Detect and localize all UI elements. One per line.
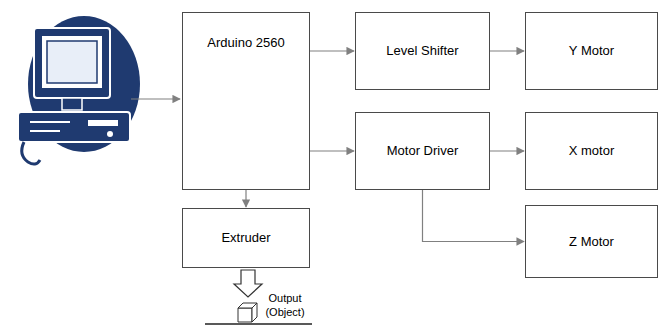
connector-arrow: [490, 50, 524, 51]
block-arrow: [234, 270, 262, 297]
computer-case: [18, 112, 130, 142]
input-arrow: [131, 98, 180, 99]
output-cube: [238, 303, 257, 322]
base-line: [205, 323, 312, 325]
monitor-stand: [62, 98, 82, 110]
monitor-screen: [42, 36, 102, 88]
motor-box: Z Motor: [525, 205, 658, 278]
screen-inner: [47, 41, 97, 83]
computer-icon: [18, 16, 140, 164]
connector-arrow: [490, 150, 524, 151]
drive-slot: [88, 120, 118, 126]
box-label: Y Motor: [569, 43, 614, 59]
process-box: Motor Driver: [355, 112, 490, 190]
box-label: Arduino 2560: [207, 35, 284, 51]
power-button: [107, 131, 113, 137]
box-label: X motor: [569, 143, 615, 159]
case-detail: [30, 130, 60, 132]
motor-box: X motor: [525, 112, 658, 190]
box-label: Motor Driver: [387, 143, 459, 159]
mouse-cable: [22, 142, 40, 164]
monitor: [34, 28, 110, 98]
box-label: Z Motor: [569, 234, 614, 250]
connector-arrow: [245, 190, 246, 207]
process-box: Level Shifter: [355, 12, 490, 90]
connector-arrow: [310, 150, 354, 151]
cube-face: [238, 308, 252, 322]
connector-arrow: [310, 50, 354, 51]
case-detail: [30, 121, 70, 123]
cube-side: [252, 303, 257, 322]
controller-box: Arduino 2560: [182, 12, 310, 190]
output-label: Output (Object): [258, 292, 312, 320]
process-box: Extruder: [182, 208, 310, 268]
box-label: Level Shifter: [386, 43, 458, 59]
motor-box: Y Motor: [525, 12, 658, 90]
connector-arrow: [423, 190, 525, 242]
box-label: Extruder: [221, 230, 270, 246]
